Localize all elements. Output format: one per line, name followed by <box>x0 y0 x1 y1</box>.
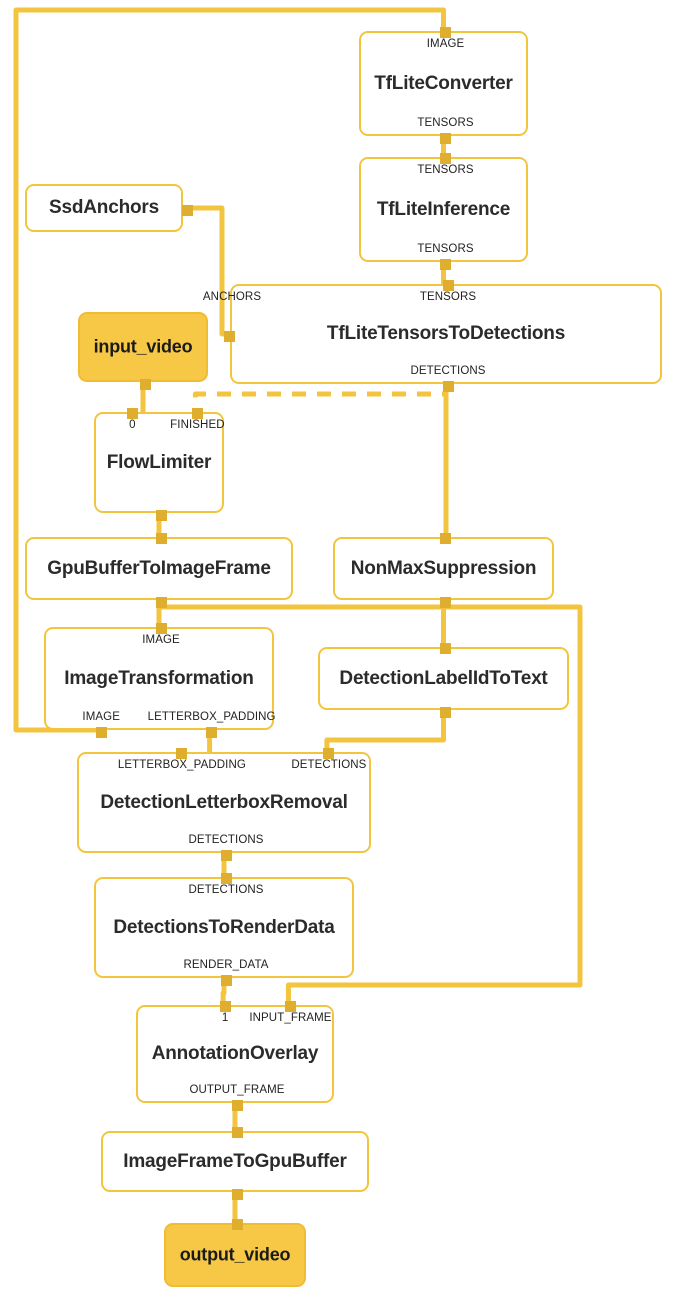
output-port-label-render-data: RENDER_DATA <box>183 959 269 971</box>
input-port-label-letterbox-padding: LETTERBOX_PADDING <box>117 759 246 771</box>
output-port-label-letterbox-padding: LETTERBOX_PADDING <box>147 711 276 723</box>
input-port-detections[interactable] <box>220 873 232 884</box>
node-tflite-converter[interactable]: TfLiteConverter IMAGE TENSORS <box>359 27 528 144</box>
node-title: output_video <box>179 1244 291 1265</box>
node-title: GpuBufferToImageFrame <box>47 557 271 579</box>
node-title: DetectionLabelIdToText <box>339 667 548 689</box>
input-port-label-input-frame: INPUT_FRAME <box>249 1012 332 1024</box>
input-port-label-finished: FINISHED <box>170 419 225 431</box>
edge-gpubuffer-to-annotationoverlay <box>159 604 583 1005</box>
output-port-label-tensors: TENSORS <box>417 243 474 255</box>
output-port-detections[interactable] <box>442 381 454 392</box>
node-title: ImageTransformation <box>64 667 254 689</box>
node-detection-label-id-to-text[interactable]: DetectionLabelIdToText <box>318 643 569 718</box>
node-title: DetectionsToRenderData <box>113 916 335 938</box>
node-flow-limiter[interactable]: FlowLimiter 0 FINISHED <box>94 408 225 521</box>
node-title: NonMaxSuppression <box>350 557 537 579</box>
node-title: FlowLimiter <box>106 451 212 473</box>
output-port-output-frame[interactable] <box>231 1100 243 1111</box>
input-port-label-image: IMAGE <box>426 38 465 50</box>
node-ssd-anchors[interactable]: SsdAnchors <box>25 184 193 232</box>
node-detection-letterbox-removal[interactable]: DetectionLetterboxRemoval LETTERBOX_PADDI… <box>77 748 371 861</box>
node-title: TfLiteConverter <box>374 72 513 94</box>
input-port-input-frame[interactable] <box>284 1001 296 1012</box>
input-port-in0[interactable] <box>231 1219 243 1230</box>
node-title: AnnotationOverlay <box>151 1043 319 1064</box>
node-detections-to-render-data[interactable]: DetectionsToRenderData DETECTIONS RENDER_D… <box>94 873 354 986</box>
output-port-out0[interactable] <box>440 707 451 718</box>
output-port-out0[interactable] <box>231 1189 243 1200</box>
output-port-label-detections: DETECTIONS <box>188 834 264 846</box>
output-port-letterbox-padding[interactable] <box>206 727 218 738</box>
output-port-out0[interactable] <box>440 597 451 608</box>
node-title: TfLiteTensorsToDetections <box>326 323 566 344</box>
node-output-video[interactable]: output_video <box>164 1219 306 1287</box>
output-port-out0[interactable] <box>155 597 167 608</box>
output-port-out0[interactable] <box>139 379 151 390</box>
input-port-tensors[interactable] <box>440 153 451 164</box>
edge-labelidtotext-to-removal <box>324 710 446 752</box>
input-port-label-detections: DETECTIONS <box>188 884 264 896</box>
output-port-out0[interactable] <box>182 204 193 216</box>
input-port-in0[interactable] <box>231 1127 243 1138</box>
input-port-image[interactable] <box>440 27 451 38</box>
node-non-max-suppression[interactable]: NonMaxSuppression <box>333 533 554 608</box>
input-port-anchors[interactable] <box>224 330 235 342</box>
input-port-in0[interactable] <box>440 533 451 544</box>
node-gpu-buffer-to-image-frame[interactable]: GpuBufferToImageFrame <box>25 533 293 608</box>
node-input-video[interactable]: input_video <box>78 312 208 390</box>
node-annotation-overlay[interactable]: AnnotationOverlay 1 INPUT_FRAME OUTPUT_FRAM… <box>136 1001 334 1111</box>
node-title: TfLiteInference <box>376 198 511 220</box>
input-port-in0[interactable] <box>440 643 451 654</box>
input-port-finished[interactable] <box>191 408 203 419</box>
output-port-label-tensors: TENSORS <box>417 117 474 129</box>
input-port-label-tensors: TENSORS <box>417 164 474 176</box>
input-port-1[interactable] <box>219 1001 231 1012</box>
output-port-detections[interactable] <box>220 850 232 861</box>
input-port-image[interactable] <box>155 623 167 634</box>
input-port-label-image: IMAGE <box>142 634 180 646</box>
node-image-frame-to-gpu-buffer[interactable]: ImageFrameToGpuBuffer <box>101 1127 369 1200</box>
edge-imagetransformation-to-tfliteconverter <box>13 7 446 733</box>
output-port-tensors[interactable] <box>440 133 451 144</box>
input-port-label-detections: DETECTIONS <box>291 759 367 771</box>
input-port-in0[interactable] <box>155 533 167 544</box>
node-title: SsdAnchors <box>49 197 159 218</box>
output-port-tensors[interactable] <box>440 259 451 270</box>
input-port-tensors[interactable] <box>442 280 454 291</box>
node-title: input_video <box>93 336 193 357</box>
output-port-label-output-frame: OUTPUT_FRAME <box>189 1084 285 1096</box>
output-port-render-data[interactable] <box>220 975 232 986</box>
input-port-0[interactable] <box>126 408 138 419</box>
output-port-out0[interactable] <box>155 510 167 521</box>
node-title: ImageFrameToGpuBuffer <box>123 1150 347 1172</box>
input-port-detections[interactable] <box>323 748 335 759</box>
input-port-label-tensors: TENSORS <box>419 291 477 303</box>
input-port-label-anchors: ANCHORS <box>202 291 262 303</box>
output-port-image[interactable] <box>95 727 107 738</box>
input-port-label-1: 1 <box>221 1012 229 1024</box>
output-port-label-image: IMAGE <box>82 711 120 723</box>
input-port-letterbox-padding[interactable] <box>176 748 188 759</box>
input-port-label-0: 0 <box>129 419 136 431</box>
output-port-label-detections: DETECTIONS <box>410 365 486 377</box>
node-title: DetectionLetterboxRemoval <box>100 791 348 813</box>
node-tflite-tensors-to-detections[interactable]: TfLiteTensorsToDetections TENSORS ANCHORS D… <box>203 280 662 392</box>
